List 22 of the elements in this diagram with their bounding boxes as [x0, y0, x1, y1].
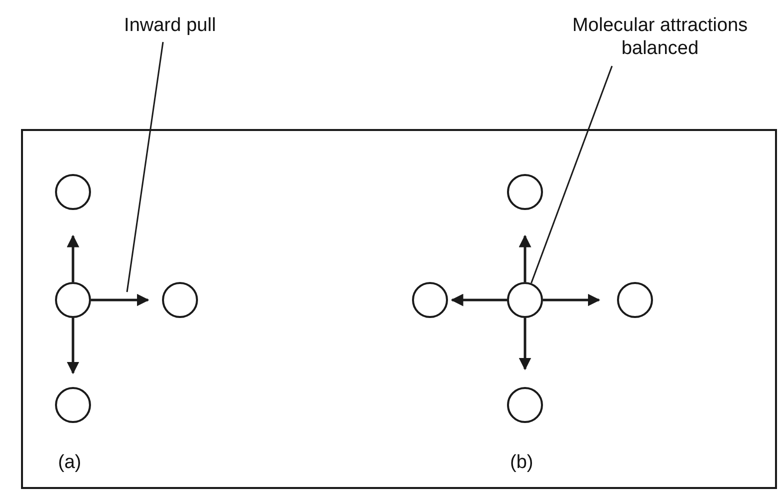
molecule-circle: [507, 174, 543, 210]
arrow: [518, 234, 532, 282]
molecule-circle: [55, 387, 91, 423]
molecule-circle: [162, 282, 198, 318]
arrow: [518, 318, 532, 370]
arrow: [66, 234, 80, 282]
molecule-circle: [412, 282, 448, 318]
panel-label: (b): [510, 452, 534, 474]
molecule-circle: [617, 282, 653, 318]
arrow: [543, 294, 600, 306]
callout-label: Molecular attractions balanced: [560, 14, 760, 60]
panel-label: (a): [58, 452, 82, 474]
molecule-circle: [55, 282, 91, 318]
callout-label: Inward pull: [110, 14, 230, 37]
arrow: [66, 318, 80, 374]
molecule-circle: [507, 282, 543, 318]
leader-line: [530, 66, 613, 284]
arrow: [91, 294, 150, 306]
leader-line: [126, 42, 164, 292]
molecule-circle: [507, 387, 543, 423]
molecule-circle: [55, 174, 91, 210]
arrow: [450, 294, 507, 306]
